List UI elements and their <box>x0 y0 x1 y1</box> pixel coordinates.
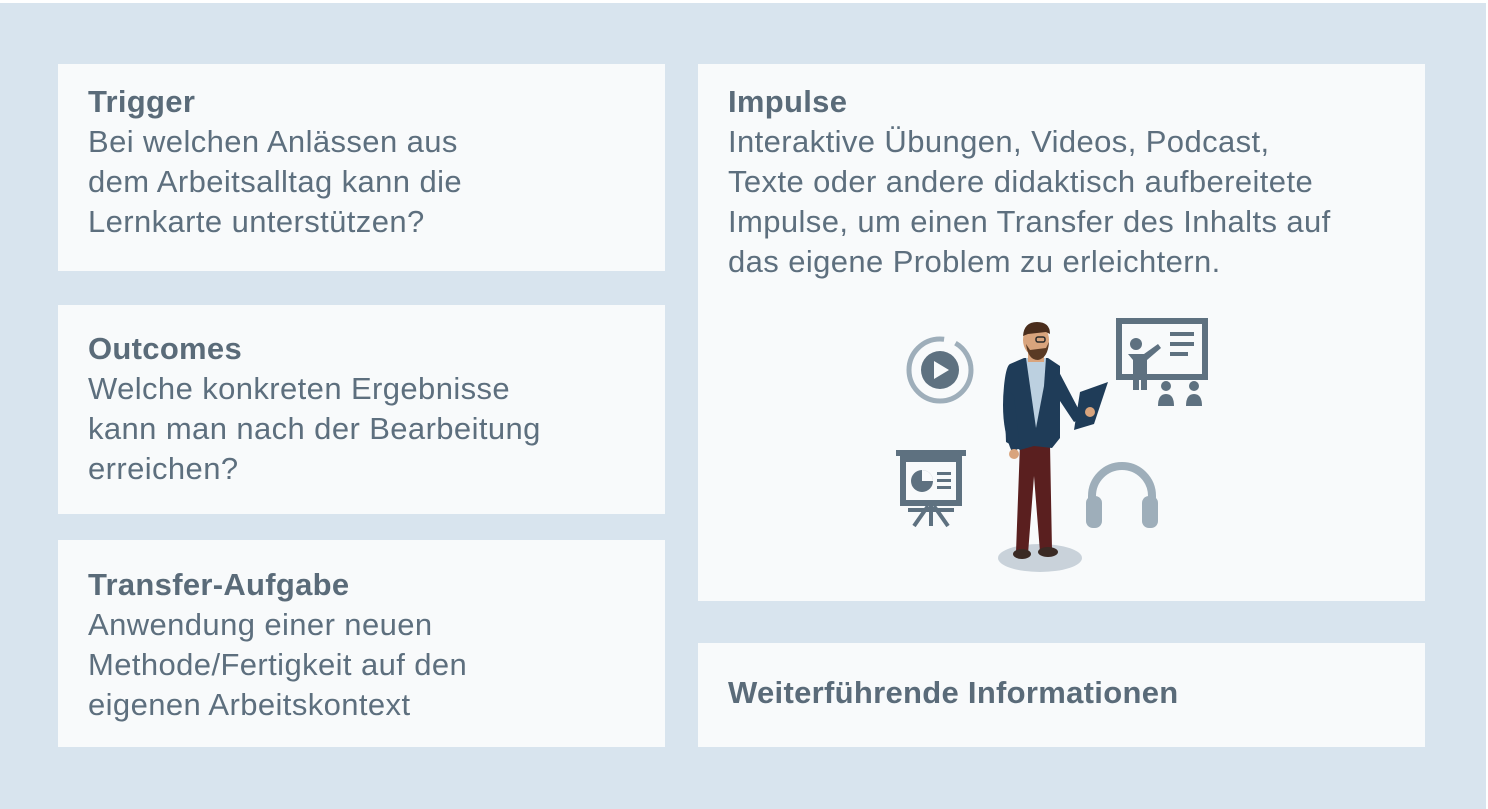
transfer-body: Anwendung einer neuen Methode/Fertigkeit… <box>88 607 468 722</box>
info-title: Weiterführende Informationen <box>728 675 1179 710</box>
transfer-card: Transfer-Aufgabe Anwendung einer neuen M… <box>58 540 665 747</box>
outcomes-card: Outcomes Welche konkreten Ergebnisse kan… <box>58 305 665 514</box>
video-play-icon <box>906 336 974 404</box>
presentation-board-icon <box>1116 318 1208 406</box>
presenter-figure <box>998 322 1108 572</box>
transfer-title: Transfer-Aufgabe <box>88 567 350 602</box>
outcomes-body: Welche konkreten Ergebnisse kann man nac… <box>88 371 541 486</box>
canvas: Trigger Bei welchen Anlässen aus dem Arb… <box>0 3 1486 809</box>
impulse-title: Impulse <box>728 84 848 119</box>
trigger-card: Trigger Bei welchen Anlässen aus dem Arb… <box>58 64 665 271</box>
outcomes-title: Outcomes <box>88 331 242 366</box>
pie-chart-board-icon <box>896 450 966 528</box>
impulse-illustration <box>896 318 1208 572</box>
info-card: Weiterführende Informationen <box>698 643 1425 747</box>
impulse-body: Interaktive Übungen, Videos, Podcast, Te… <box>728 124 1331 279</box>
trigger-title: Trigger <box>88 84 196 119</box>
headphones-icon <box>1086 462 1158 528</box>
impulse-card: Impulse Interaktive Übungen, Videos, Pod… <box>698 64 1425 601</box>
trigger-body: Bei welchen Anlässen aus dem Arbeitsallt… <box>88 124 463 239</box>
